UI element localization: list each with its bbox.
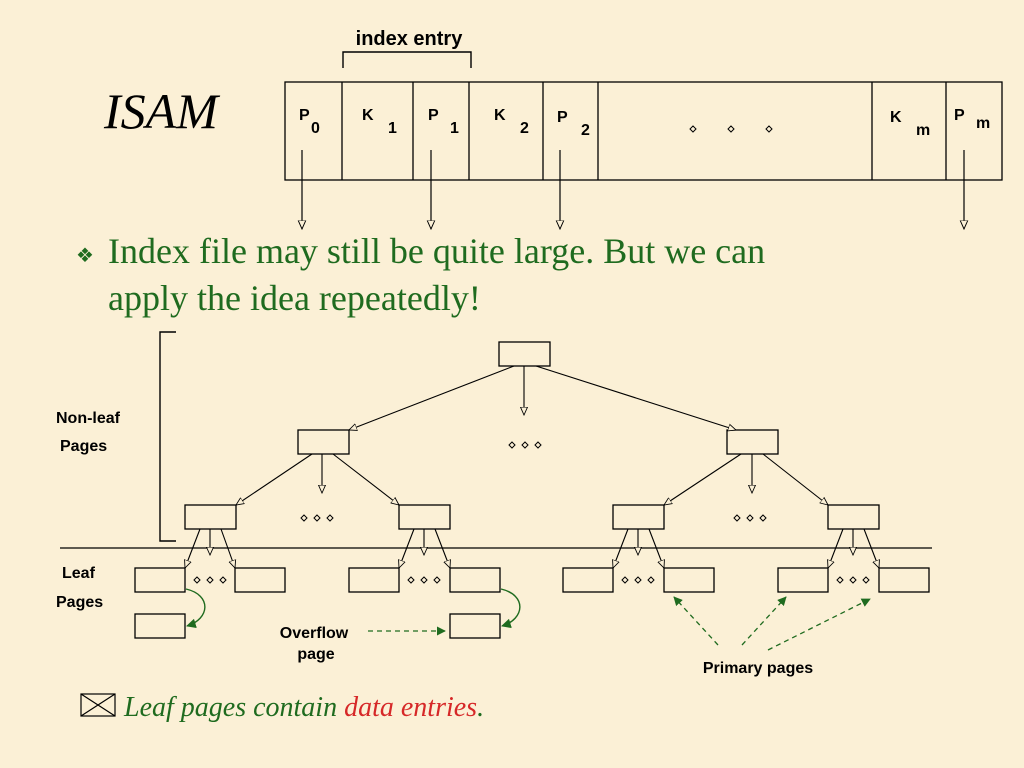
level2-node-4 xyxy=(827,504,880,530)
leaf-node-2a xyxy=(348,567,400,593)
leaf-label-line2: Pages xyxy=(56,594,103,611)
root-node xyxy=(498,341,551,367)
footer-bullet-text: Leaf pages contain data entries. xyxy=(123,692,484,723)
bullet-main-line1: Index file may still be quite large. But… xyxy=(108,231,765,271)
bullet-diamond-icon: ❖ xyxy=(76,245,94,267)
level2-node-3 xyxy=(612,504,665,530)
footer-text-part2: . xyxy=(477,692,484,723)
cell-km-sub: m xyxy=(916,122,930,139)
cell-p2-sub: 2 xyxy=(581,122,590,139)
cell-k2-sub: 2 xyxy=(520,120,529,137)
level2-node-2 xyxy=(398,504,451,530)
cell-pm-main: P xyxy=(954,107,965,124)
overflow-node-1 xyxy=(134,613,186,639)
nonleaf-bracket xyxy=(159,331,176,542)
index-entry-label: index entry xyxy=(356,28,464,50)
nonleaf-label-line2: Pages xyxy=(60,438,107,455)
tree-edges xyxy=(185,365,879,568)
level2-node-1 xyxy=(184,504,237,530)
leaf-node-1b xyxy=(234,567,286,593)
nonleaf-label-line1: Non-leaf xyxy=(56,410,121,427)
index-entry-bracket xyxy=(342,51,472,68)
slide-title: ISAM xyxy=(103,83,220,139)
primary-pages-label: Primary pages xyxy=(703,660,813,677)
cell-km-main: K xyxy=(890,109,902,126)
cell-p0-sub: 0 xyxy=(311,120,320,137)
level1-node-left xyxy=(297,429,350,455)
overflow-label-line2: page xyxy=(297,646,334,663)
cell-pm-sub: m xyxy=(976,115,990,132)
cell-p2-main: P xyxy=(557,109,568,126)
index-record xyxy=(284,81,1003,181)
cell-k1-sub: 1 xyxy=(388,120,397,137)
primary-pointer-arrows xyxy=(673,596,871,651)
index-ellipsis-icon xyxy=(689,125,773,133)
leaf-node-4b xyxy=(878,567,930,593)
leaf-node-3b xyxy=(663,567,715,593)
overflow-node-2 xyxy=(449,613,501,639)
leaf-node-2b xyxy=(449,567,501,593)
leaf-label-line1: Leaf xyxy=(62,565,96,582)
footer-text-highlight: data entries xyxy=(344,692,477,723)
tree-ellipsis-icons xyxy=(193,441,870,584)
bullet-main-line2: apply the idea repeatedly! xyxy=(108,278,481,318)
footer-text-part1: Leaf pages contain xyxy=(123,692,344,723)
leaf-node-4a xyxy=(777,567,829,593)
leaf-node-1a xyxy=(134,567,186,593)
overflow-label-line1: Overflow xyxy=(280,625,349,642)
index-pointer-arrows xyxy=(302,150,964,229)
envelope-bullet-icon xyxy=(80,693,116,717)
cell-k1-main: K xyxy=(362,107,374,124)
cell-p1-sub: 1 xyxy=(450,120,459,137)
leaf-node-3a xyxy=(562,567,614,593)
cell-p1-main: P xyxy=(428,107,439,124)
level1-node-right xyxy=(726,429,779,455)
overflow-link-arrows xyxy=(185,588,521,629)
tree-nodes xyxy=(134,341,930,639)
cell-p0-main: P xyxy=(299,107,310,124)
cell-k2-main: K xyxy=(494,107,506,124)
